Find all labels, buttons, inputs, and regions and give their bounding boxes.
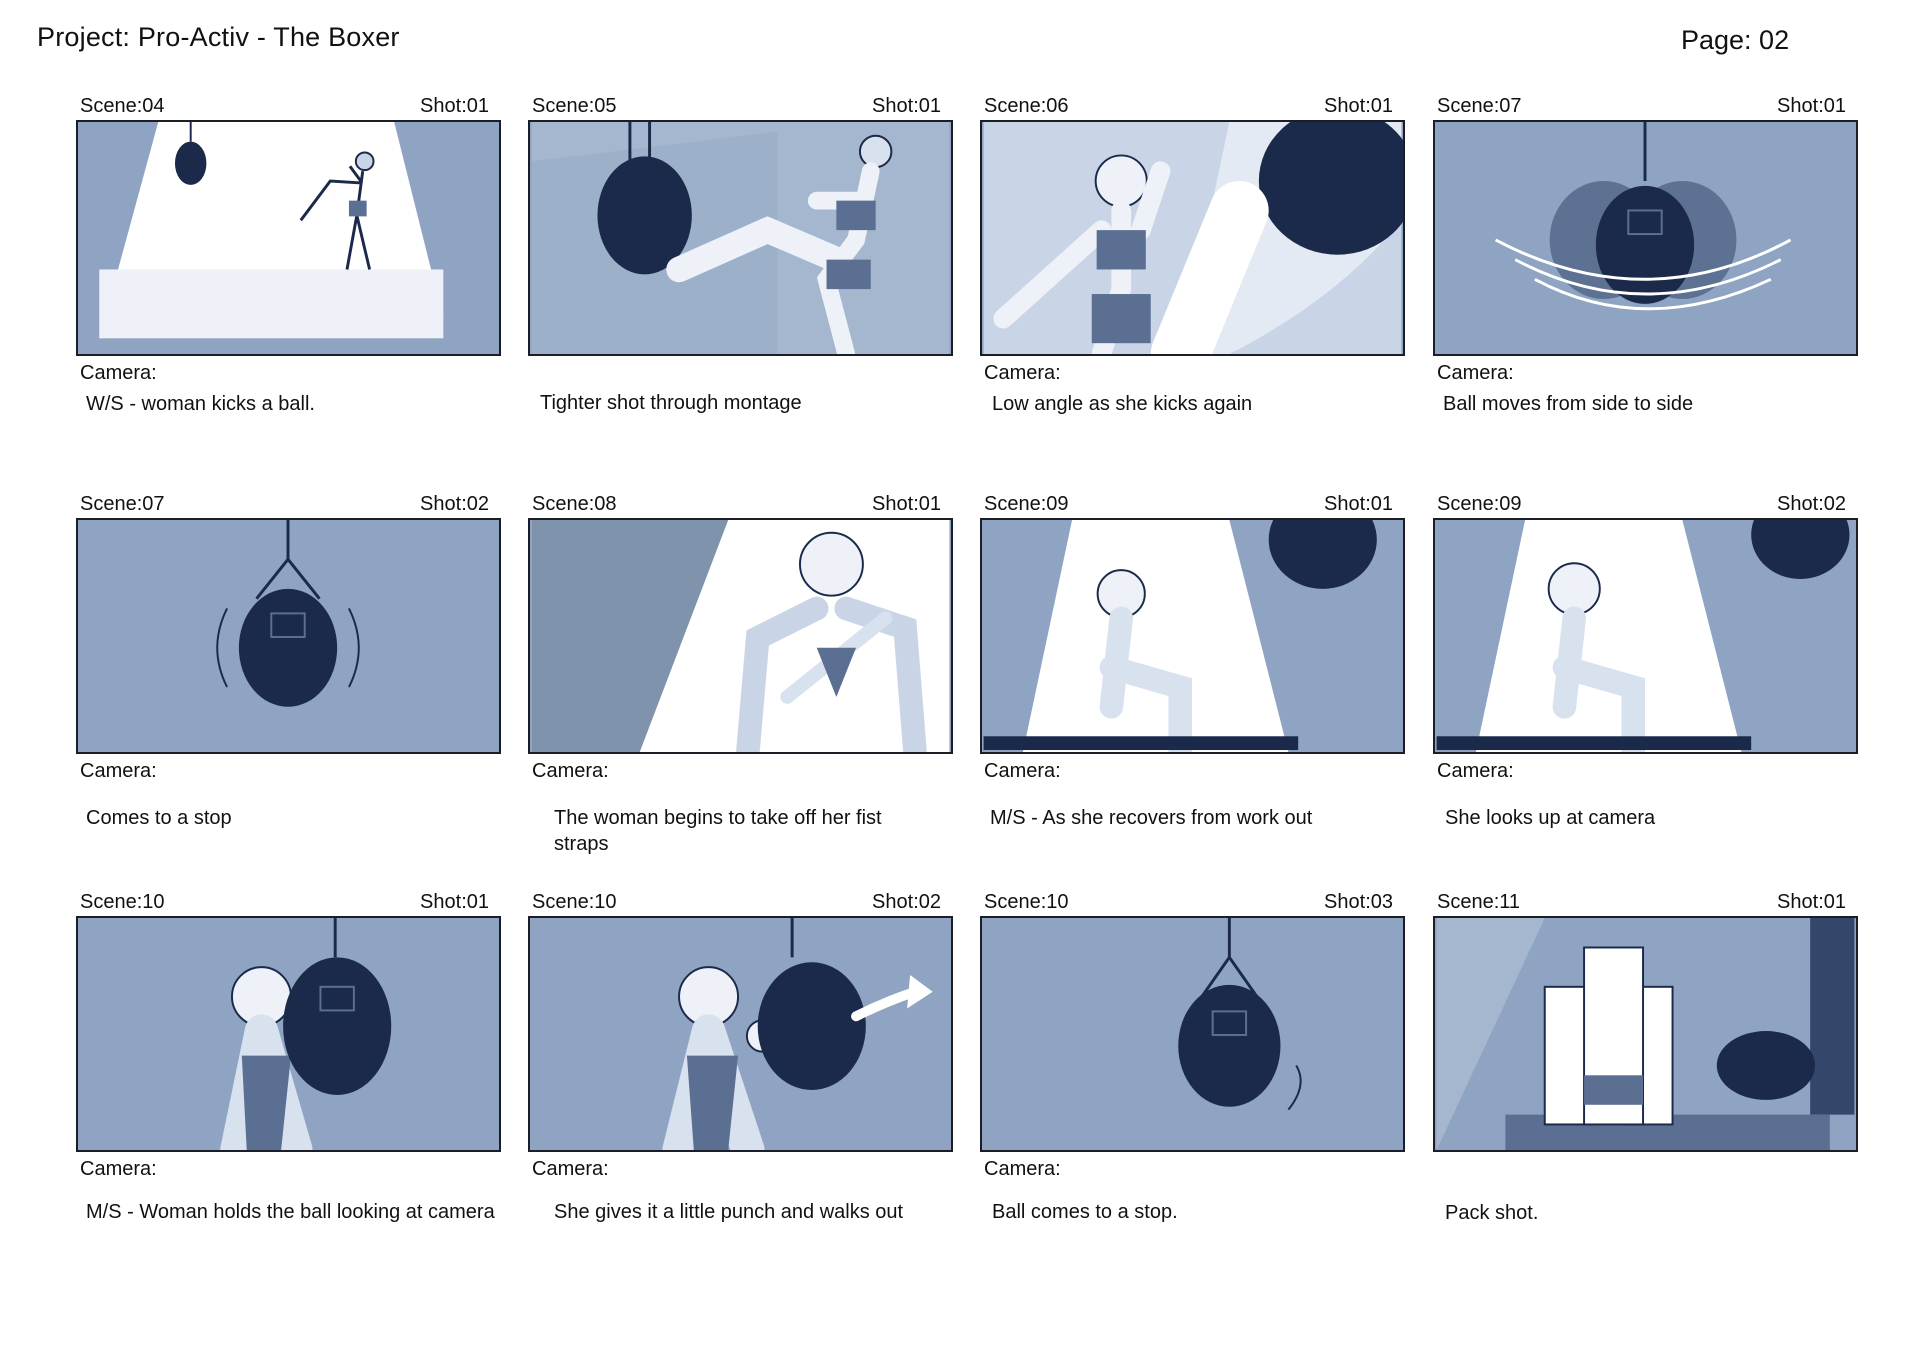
panel-header: Scene:09 Shot:01 xyxy=(980,492,1407,516)
low-angle-kick-illustration xyxy=(983,122,1403,354)
scene-label: Scene:06 xyxy=(984,95,1069,117)
scene-label: Scene:08 xyxy=(532,493,617,515)
shot-label: Shot:01 xyxy=(1777,891,1846,913)
storyboard-panel: Scene:04 Shot:01 Camera: W/S - woman kic… xyxy=(76,94,503,417)
shot-description: M/S - Woman holds the ball looking at ca… xyxy=(86,1201,495,1223)
scene-label: Scene:04 xyxy=(80,95,165,117)
shot-description: Ball moves from side to side xyxy=(1443,393,1694,415)
scene-label: Scene:07 xyxy=(1437,95,1522,117)
shot-description: Ball comes to a stop. xyxy=(992,1201,1178,1223)
kick-closeup-illustration xyxy=(531,122,950,354)
shot-description: W/S - woman kicks a ball. xyxy=(86,393,315,415)
camera-label: Camera: xyxy=(80,362,157,384)
document-header: Project: Pro-Activ - The Boxer Page: 02 xyxy=(37,22,1920,66)
shot-label: Shot:02 xyxy=(872,891,941,913)
panel-header: Scene:10 Shot:02 xyxy=(528,890,955,914)
storyboard-frame xyxy=(980,916,1405,1152)
storyboard-panel: Scene:07 Shot:02 Camera: Comes to a stop xyxy=(76,492,503,831)
bag-stopping-illustration xyxy=(79,520,498,752)
storyboard-panel: Scene:06 Shot:01 Camera: Low angle as sh… xyxy=(980,94,1407,417)
removing-straps-illustration xyxy=(531,520,950,752)
bag-swinging-illustration xyxy=(1436,122,1855,354)
storyboard-frame xyxy=(76,120,501,356)
camera-label: Camera: xyxy=(984,362,1061,384)
product-pack-shot-illustration xyxy=(1436,918,1855,1150)
shot-label: Shot:01 xyxy=(420,95,489,117)
shot-description: Low angle as she kicks again xyxy=(992,393,1253,415)
boxer-kick-wide-illustration xyxy=(79,122,498,354)
storyboard-frame xyxy=(76,518,501,754)
storyboard-panel: Scene:07 Shot:01 Camera: Ball moves from… xyxy=(1433,94,1860,417)
camera-label: Camera: xyxy=(1437,362,1514,384)
camera-label: Camera: xyxy=(984,760,1061,782)
shot-label: Shot:01 xyxy=(1777,95,1846,117)
scene-label: Scene:07 xyxy=(80,493,165,515)
scene-label: Scene:10 xyxy=(80,891,165,913)
storyboard-panel: Scene:11 Shot:01 Pack shot. xyxy=(1433,890,1860,1226)
panel-header: Scene:05 Shot:01 xyxy=(528,94,955,118)
shot-label: Shot:01 xyxy=(420,891,489,913)
punch-bag-illustration xyxy=(531,918,950,1150)
panel-header: Scene:06 Shot:01 xyxy=(980,94,1407,118)
shot-label: Shot:02 xyxy=(1777,493,1846,515)
shot-label: Shot:01 xyxy=(872,493,941,515)
storyboard-frame xyxy=(76,916,501,1152)
camera-label: Camera: xyxy=(532,760,609,782)
camera-label: Camera: xyxy=(80,760,157,782)
storyboard-panel: Scene:08 Shot:01 Camera: The woman begin… xyxy=(528,492,955,857)
panel-header: Scene:11 Shot:01 xyxy=(1433,890,1860,914)
bag-still-illustration xyxy=(983,918,1402,1150)
shot-label: Shot:02 xyxy=(420,493,489,515)
panel-header: Scene:10 Shot:01 xyxy=(76,890,503,914)
storyboard-frame xyxy=(980,518,1405,754)
shot-description: The woman begins to take off her fist st… xyxy=(554,807,882,855)
shot-label: Shot:01 xyxy=(872,95,941,117)
scene-label: Scene:11 xyxy=(1437,891,1521,913)
project-title: Project: Pro-Activ - The Boxer xyxy=(37,22,400,52)
storyboard-frame xyxy=(1433,916,1858,1152)
storyboard-frame xyxy=(528,916,953,1152)
shot-label: Shot:01 xyxy=(1324,493,1393,515)
shot-label: Shot:03 xyxy=(1324,891,1393,913)
panel-header: Scene:08 Shot:01 xyxy=(528,492,955,516)
camera-label: Camera: xyxy=(984,1158,1061,1180)
storyboard-frame xyxy=(980,120,1405,356)
shot-description: M/S - As she recovers from work out xyxy=(990,807,1313,829)
storyboard-panel: Scene:10 Shot:02 Camera: She gives it a … xyxy=(528,890,955,1225)
storyboard-frame xyxy=(1433,518,1858,754)
storyboard-panel: Scene:09 Shot:02 Camera: She looks up at… xyxy=(1433,492,1860,831)
camera-label: Camera: xyxy=(532,1158,609,1180)
panel-header: Scene:07 Shot:02 xyxy=(76,492,503,516)
holds-bag-illustration xyxy=(79,918,498,1150)
panel-header: Scene:10 Shot:03 xyxy=(980,890,1407,914)
scene-label: Scene:09 xyxy=(984,493,1069,515)
scene-label: Scene:09 xyxy=(1437,493,1522,515)
page-number: Page: 02 xyxy=(1681,25,1790,55)
storyboard-panel: Scene:10 Shot:03 Camera: Ball comes to a… xyxy=(980,890,1407,1225)
shot-label: Shot:01 xyxy=(1324,95,1393,117)
shot-description: Tighter shot through montage xyxy=(540,392,802,414)
resting-on-bench-illustration xyxy=(983,520,1402,752)
shot-description: Pack shot. xyxy=(1445,1202,1539,1224)
scene-label: Scene:10 xyxy=(532,891,617,913)
panel-header: Scene:09 Shot:02 xyxy=(1433,492,1860,516)
storyboard-frame xyxy=(528,120,953,356)
storyboard-frame xyxy=(1433,120,1858,356)
storyboard-panel: Scene:10 Shot:01 Camera: M/S - Woman hol… xyxy=(76,890,503,1225)
looks-up-illustration xyxy=(1436,520,1855,752)
camera-label: Camera: xyxy=(1437,760,1514,782)
panel-header: Scene:07 Shot:01 xyxy=(1433,94,1860,118)
shot-description: She gives it a little punch and walks ou… xyxy=(554,1201,904,1223)
camera-label: Camera: xyxy=(80,1158,157,1180)
storyboard-panel: Scene:05 Shot:01 Tighter shot through mo… xyxy=(528,94,955,416)
storyboard-panel: Scene:09 Shot:01 Camera: M/S - As she re… xyxy=(980,492,1407,831)
scene-label: Scene:05 xyxy=(532,95,617,117)
scene-label: Scene:10 xyxy=(984,891,1069,913)
panel-header: Scene:04 Shot:01 xyxy=(76,94,503,118)
storyboard-frame xyxy=(528,518,953,754)
shot-description: Comes to a stop xyxy=(86,807,232,829)
shot-description: She looks up at camera xyxy=(1445,807,1656,829)
